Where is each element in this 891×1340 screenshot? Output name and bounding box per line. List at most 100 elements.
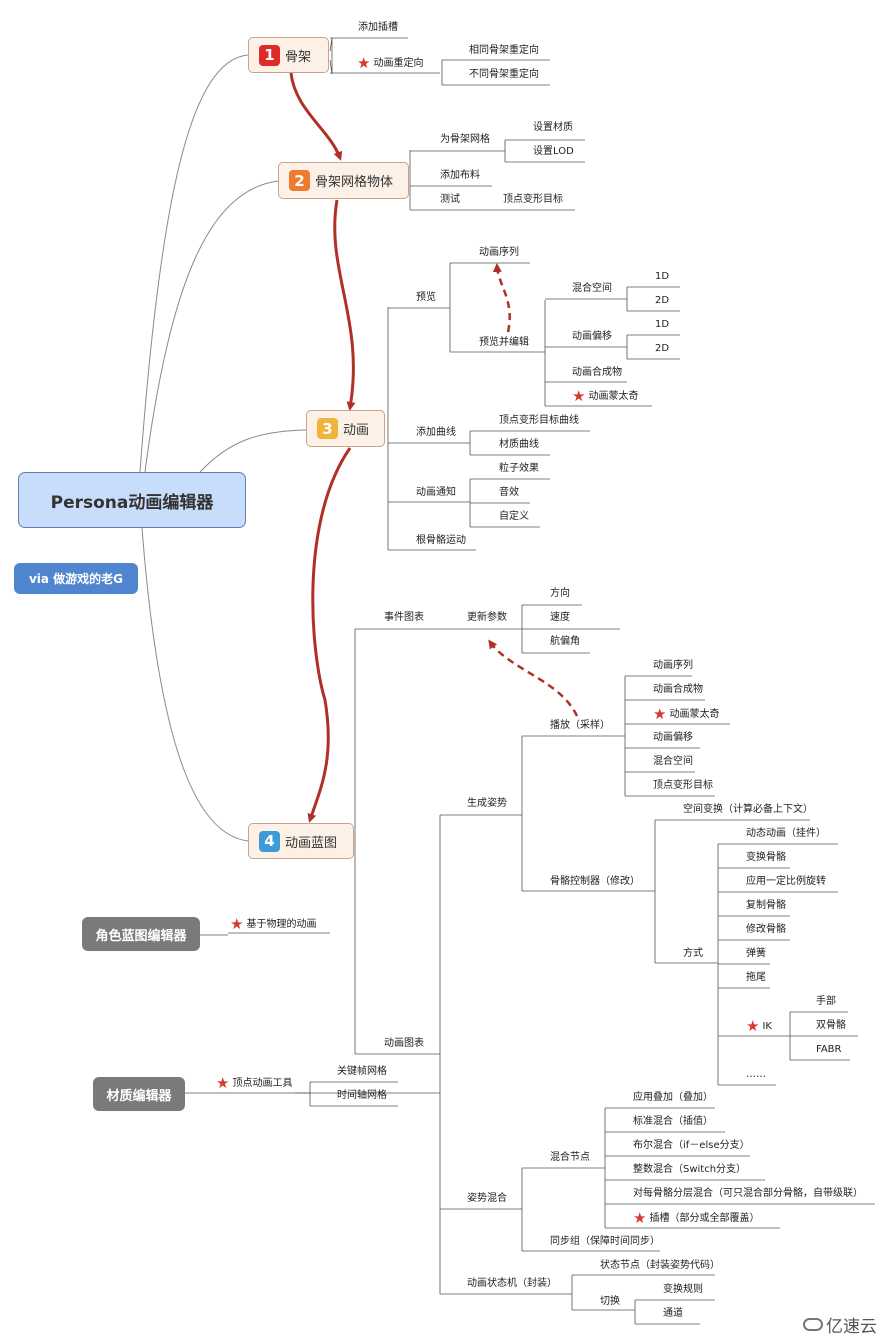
leaf-physics-anim[interactable]: ★基于物理的动画 [230,917,316,932]
leaf-state-machine[interactable]: 动画状态机（封装） [467,1278,557,1289]
flow-arrow-1-2 [289,72,343,161]
leaf-particle[interactable]: 粒子效果 [499,463,539,474]
branch-root-2 [144,180,279,473]
leaf-material-curve[interactable]: 材质曲线 [499,439,539,450]
leaf-sound[interactable]: 音效 [499,487,519,498]
leaf-speed[interactable]: 速度 [550,612,570,623]
leaf-blend-space[interactable]: 混合空间 [572,283,612,294]
leaf-ik-item[interactable]: 双骨骼 [816,1020,846,1031]
leaf-ik[interactable]: ★IK [746,1017,772,1035]
star-icon: ★ [357,54,371,72]
leaf-retarget[interactable]: ★动画重定向 [357,54,424,72]
star-icon: ★ [633,1209,647,1227]
leaf-root-motion[interactable]: 根骨骼运动 [416,535,466,546]
node-label: 骨架网格物体 [315,175,394,190]
leaf-test[interactable]: 测试 [440,194,460,205]
leaf-morph-target[interactable]: 顶点变形目标 [503,194,563,205]
leaf-set-material[interactable]: 设置材质 [533,122,573,133]
leaf-bone-controller[interactable]: 骨骼控制器（修改） [550,876,640,887]
leaf-blend-item[interactable]: 布尔混合（if－else分支） [633,1140,750,1151]
leaf-anim-graph[interactable]: 动画图表 [384,1038,424,1049]
leaf-blend-item[interactable]: 整数混合（Switch分支） [633,1164,747,1175]
leaf-ik-item[interactable]: 手部 [816,996,836,1007]
leaf-timeline-mesh[interactable]: 时间轴网格 [337,1090,387,1101]
leaf-preview[interactable]: 预览 [416,292,436,303]
leaf-transition-rule[interactable]: 变换规则 [663,1284,703,1295]
node-anim-blueprint[interactable]: 4 动画蓝图 [248,823,354,859]
leaf-method-item[interactable]: 复制骨骼 [746,900,786,911]
leaf-method-item[interactable]: 修改骨骼 [746,924,786,935]
star-icon: ★ [216,1074,230,1092]
leaf-direction[interactable]: 方向 [550,588,570,599]
leaf-method-item[interactable]: 应用一定比例旋转 [746,876,826,887]
leaf-morph-curve[interactable]: 顶点变形目标曲线 [499,415,579,426]
leaf-play-item[interactable]: 动画偏移 [653,732,693,743]
leaf-update-params[interactable]: 更新参数 [467,612,507,623]
leaf-custom[interactable]: 自定义 [499,511,529,522]
leaf-anim-sequence[interactable]: 动画序列 [479,247,519,258]
leaf-blend-item[interactable]: 对每骨骼分层混合（可只混合部分骨骼，自带级联） [633,1188,863,1199]
leaf-ik-item[interactable]: FABR [816,1044,842,1055]
leaf-add-curve[interactable]: 添加曲线 [416,427,456,438]
leaf-preview-edit[interactable]: 预览并编辑 [479,337,529,348]
leaf-method-item[interactable]: 弹簧 [746,948,766,959]
leaf-2d-offset[interactable]: 2D [655,343,670,354]
leaf-same-skeleton[interactable]: 相同骨架重定向 [469,45,539,56]
root-title: Persona动画编辑器 [50,492,214,513]
leaf-play[interactable]: 播放（采样） [550,720,610,731]
leaf-add-socket[interactable]: 添加插槽 [358,22,398,33]
leaf-blend-item[interactable]: 应用叠加（叠加） [633,1092,713,1103]
leaf-play-item[interactable]: 混合空间 [653,756,693,767]
leaf-play-item[interactable]: 顶点变形目标 [653,780,713,791]
node-label: 动画 [343,423,370,438]
leaf-anim-notify[interactable]: 动画通知 [416,487,456,498]
leaf-1d[interactable]: 1D [655,271,670,282]
leaf-blend-item[interactable]: 标准混合（插值） [633,1116,713,1127]
leaf-anim-montage[interactable]: ★动画蒙太奇 [572,387,639,405]
leaf-switch[interactable]: 切换 [600,1296,620,1307]
leaf-vertex-tool[interactable]: ★顶点动画工具 [216,1074,292,1092]
leaf-space-convert[interactable]: 空间变换（计算必备上下文） [683,804,813,815]
leaf-ellipsis[interactable]: …… [746,1069,766,1080]
node-skeletal-mesh[interactable]: 2 骨架网格物体 [278,162,409,199]
leaf-pose-blend[interactable]: 姿势混合 [467,1193,507,1204]
node-material-editor[interactable]: 材质编辑器 [93,1077,185,1111]
leaf-play-item[interactable]: 动画序列 [653,660,693,671]
node-skeleton[interactable]: 1 骨架 [248,37,329,73]
leaf-gen-pose[interactable]: 生成姿势 [467,798,507,809]
leaf-1d-offset[interactable]: 1D [655,319,670,330]
leaf-method-item[interactable]: 拖尾 [746,972,766,983]
node-character-blueprint-editor[interactable]: 角色蓝图编辑器 [82,917,200,951]
leaf-set-lod[interactable]: 设置LOD [533,146,574,157]
leaf-2d[interactable]: 2D [655,295,670,306]
leaf-play-item[interactable]: 动画合成物 [653,684,703,695]
leaf-blend-node[interactable]: 混合节点 [550,1152,590,1163]
leaf-channel[interactable]: 通道 [663,1308,683,1319]
leaf-sync-group[interactable]: 同步组（保障时间同步） [550,1236,660,1247]
leaf-play-item-montage[interactable]: ★动画蒙太奇 [653,707,720,722]
dashed-arrow-play-to-update [488,639,579,717]
leaf-state-node[interactable]: 状态节点（封装姿势代码） [600,1260,720,1271]
leaf-for-mesh[interactable]: 为骨架网格 [440,134,490,145]
star-icon: ★ [572,387,586,405]
leaf-add-cloth[interactable]: 添加布料 [440,170,480,181]
leaf-anim-composite[interactable]: 动画合成物 [572,367,622,378]
leaf-text: 动画重定向 [373,58,424,69]
leaf-method[interactable]: 方式 [683,948,703,959]
number-badge-4: 4 [259,830,280,852]
star-icon: ★ [746,1017,760,1035]
leaf-yaw[interactable]: 航偏角 [550,636,580,647]
leaf-method-item[interactable]: 变换骨骼 [746,852,786,863]
leaf-blend-item-slot[interactable]: ★插槽（部分或全部覆盖） [633,1209,759,1227]
leaf-text: IK [762,1021,772,1032]
leaf-text: 动画蒙太奇 [588,391,639,402]
node-animation[interactable]: 3 动画 [306,410,385,447]
leaf-diff-skeleton[interactable]: 不同骨架重定向 [469,69,539,80]
leaf-anim-offset[interactable]: 动画偏移 [572,331,612,342]
node-label: 动画蓝图 [285,835,338,851]
root-node[interactable]: Persona动画编辑器 [18,472,246,528]
leaf-method-item[interactable]: 动态动画（挂件） [746,828,826,839]
leaf-event-graph[interactable]: 事件图表 [384,612,424,623]
leaf-text: 动画蒙太奇 [669,709,720,720]
leaf-keyframe-mesh[interactable]: 关键帧网格 [337,1066,387,1077]
